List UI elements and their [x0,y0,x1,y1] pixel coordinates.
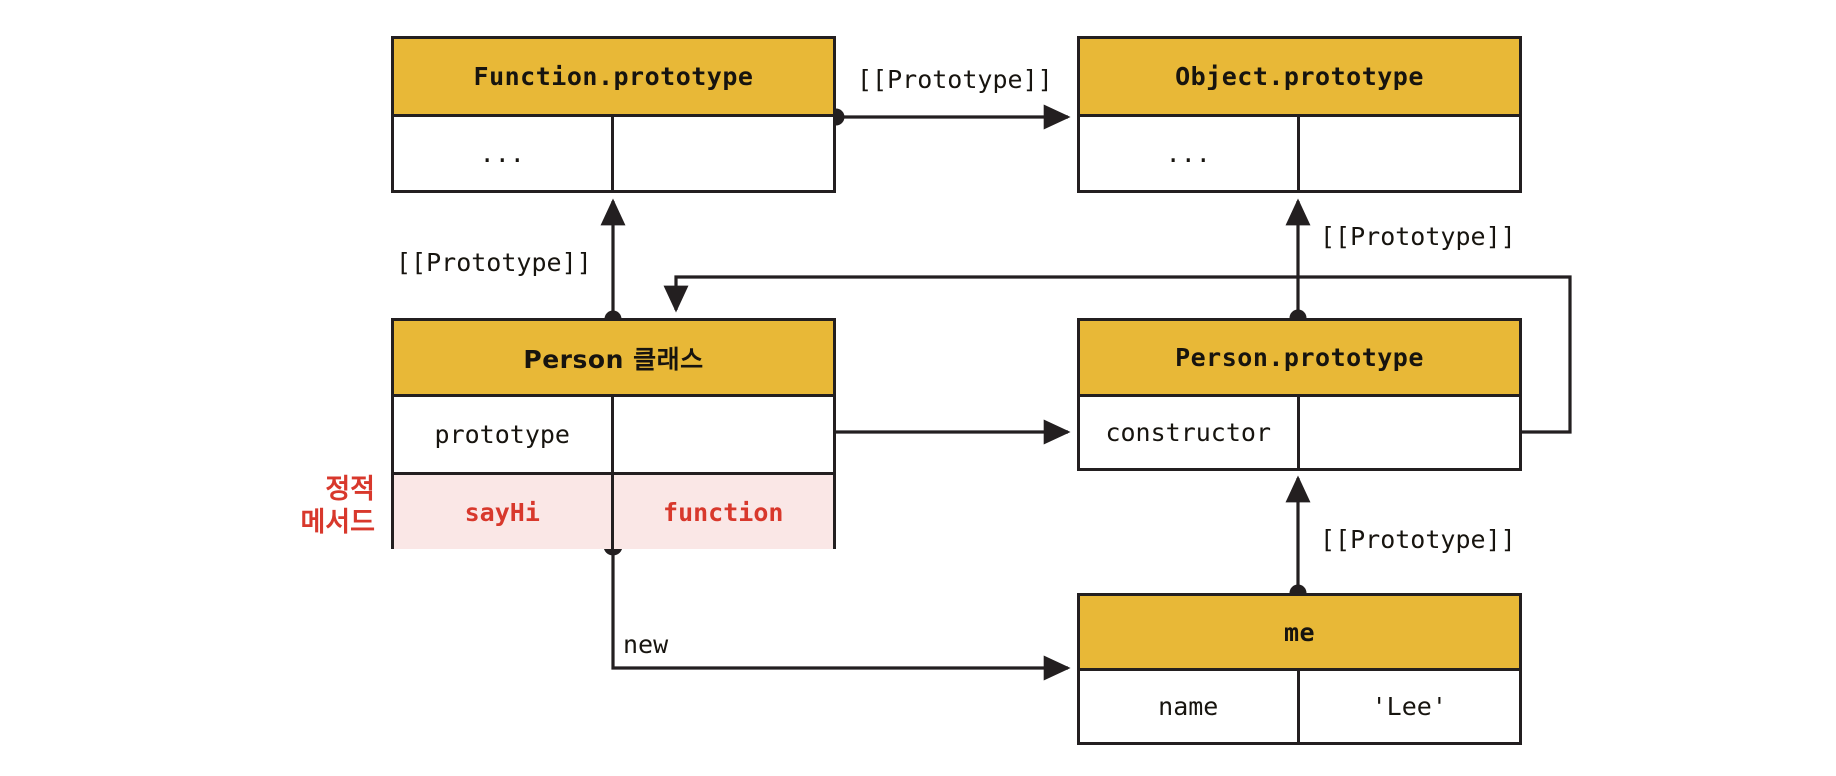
cell-value-name: 'Lee' [1371,692,1447,721]
annotation-static-method-line1: 정적 [325,474,375,505]
box-title-object-prototype: Object.prototype [1080,39,1519,117]
table-row: ... [1080,117,1519,190]
box-object-prototype: Object.prototype ... [1077,36,1522,193]
box-title-person-class: Person 클래스 [394,321,833,397]
cell-key-sayhi: sayHi [394,475,614,549]
table-row: constructor [1080,397,1519,468]
box-title-function-prototype: Function.prototype [394,39,833,117]
table-row: name 'Lee' [1080,671,1519,742]
annotation-static-method-line2: 메서드 [300,506,375,538]
label-prototype-me-to-personproto: [[Prototype]] [1320,525,1516,554]
table-row: ... [394,117,833,190]
table-row: prototype [394,397,833,472]
box-title-me: me [1080,596,1519,671]
cell-key-name: name [1080,671,1300,742]
box-title-person-prototype: Person.prototype [1080,321,1519,397]
label-prototype-personproto-to-object: [[Prototype]] [1320,222,1516,251]
cell-key-constructor: constructor [1080,397,1300,468]
table-row-static-method: sayHi function [394,472,833,549]
cell-value-constructor [1300,397,1520,468]
label-new: new [623,630,669,659]
cell-key: ... [1080,117,1300,190]
label-prototype-class-to-function: [[Prototype]] [396,248,592,277]
cell-value-sayhi: function [613,475,833,549]
box-me-instance: me name 'Lee' [1077,593,1522,745]
label-prototype-function-to-object: [[Prototype]] [857,65,1053,94]
wire-new-to-me [611,546,1071,681]
cell-value [1300,117,1520,190]
box-function-prototype: Function.prototype ... [391,36,836,193]
cell-key-prototype: prototype [394,397,614,472]
cell-value-prototype [614,397,834,472]
box-person-prototype: Person.prototype constructor [1077,318,1522,471]
cell-key: ... [394,117,614,190]
annotation-static-method: 정적 메서드 [155,474,375,540]
box-person-class: Person 클래스 prototype sayHi function [391,318,836,549]
cell-value [614,117,834,190]
